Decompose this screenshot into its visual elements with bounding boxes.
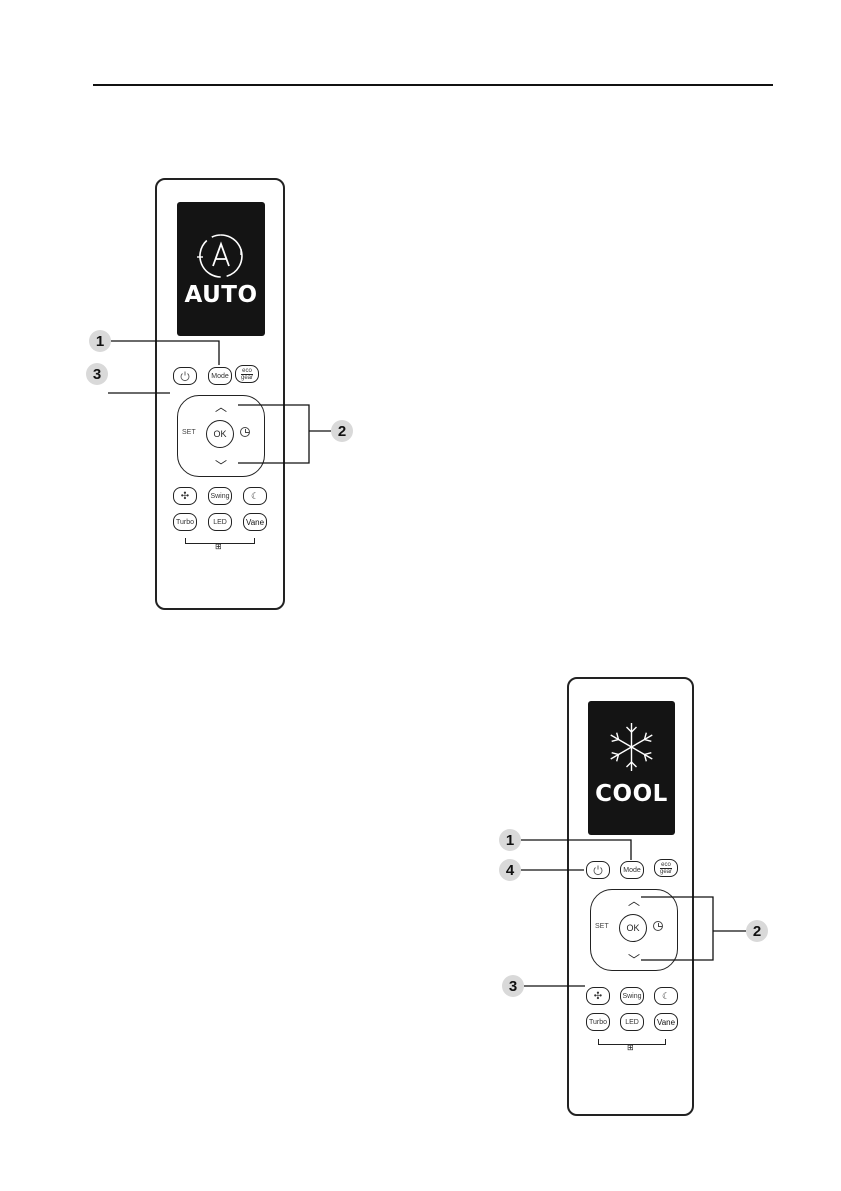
sleep-button[interactable]: ☾ [243, 487, 267, 505]
gear-label: gear [241, 375, 253, 381]
remote-auto: AUTO Mode eco gear ︿ SET OK ﹀ ✣ Swing ☾ … [155, 178, 285, 610]
chevron-up-icon[interactable]: ︿ [178, 398, 264, 415]
power-icon [592, 864, 604, 876]
power-button[interactable] [586, 861, 610, 879]
snowflake-icon [588, 701, 675, 781]
swing-button[interactable]: Swing [208, 487, 232, 505]
led-button[interactable]: LED [208, 513, 232, 531]
callout-badge-2-cool: 2 [746, 920, 768, 942]
mode-label: AUTO [177, 282, 265, 308]
dpad: ︿ SET OK ﹀ [590, 889, 678, 971]
vane-button[interactable]: Vane [243, 513, 267, 531]
turbo-button[interactable]: Turbo [173, 513, 197, 531]
top-rule [93, 84, 773, 86]
sleep-icon: ☾ [251, 491, 259, 502]
auto-mode-icon [177, 202, 265, 282]
fan-button[interactable]: ✣ [586, 987, 610, 1005]
remote-display-cool: COOL [588, 701, 675, 835]
set-button[interactable]: SET [182, 429, 196, 436]
gear-label: gear [660, 869, 672, 875]
remote-cool: COOL Mode eco gear ︿ SET OK ﹀ ✣ Swing ☾ … [567, 677, 694, 1116]
vane-button[interactable]: Vane [654, 1013, 678, 1031]
callout-badge-1-cool: 1 [499, 829, 521, 851]
timer-icon[interactable] [240, 427, 250, 437]
callout-badge-4-cool: 4 [499, 859, 521, 881]
remote-display-auto: AUTO [177, 202, 265, 336]
fan-button[interactable]: ✣ [173, 487, 197, 505]
fan-icon: ✣ [594, 991, 602, 1002]
callout-badge-1-auto: 1 [89, 330, 111, 352]
chevron-down-icon[interactable]: ﹀ [591, 951, 677, 968]
timer-icon[interactable] [653, 921, 663, 931]
eco-gear-button[interactable]: eco gear [235, 365, 259, 383]
turbo-button[interactable]: Turbo [586, 1013, 610, 1031]
chevron-up-icon[interactable]: ︿ [591, 892, 677, 909]
eco-label: eco [241, 368, 253, 375]
lock-icon: ⊞ [627, 1043, 634, 1052]
mode-label: COOL [588, 781, 675, 807]
callout-badge-3-auto: 3 [86, 363, 108, 385]
ok-button[interactable]: OK [619, 914, 647, 942]
power-icon [179, 370, 191, 382]
sleep-button[interactable]: ☾ [654, 987, 678, 1005]
swing-button[interactable]: Swing [620, 987, 644, 1005]
callout-badge-3-cool: 3 [502, 975, 524, 997]
power-button[interactable] [173, 367, 197, 385]
ok-button[interactable]: OK [206, 420, 234, 448]
mode-button[interactable]: Mode [208, 367, 232, 385]
mode-button[interactable]: Mode [620, 861, 644, 879]
set-button[interactable]: SET [595, 923, 609, 930]
led-button[interactable]: LED [620, 1013, 644, 1031]
fan-icon: ✣ [181, 491, 189, 502]
lock-icon: ⊞ [215, 542, 222, 551]
dpad: ︿ SET OK ﹀ [177, 395, 265, 477]
callout-badge-2-auto: 2 [331, 420, 353, 442]
sleep-icon: ☾ [662, 991, 670, 1002]
chevron-down-icon[interactable]: ﹀ [178, 457, 264, 474]
eco-label: eco [660, 862, 672, 869]
eco-gear-button[interactable]: eco gear [654, 859, 678, 877]
